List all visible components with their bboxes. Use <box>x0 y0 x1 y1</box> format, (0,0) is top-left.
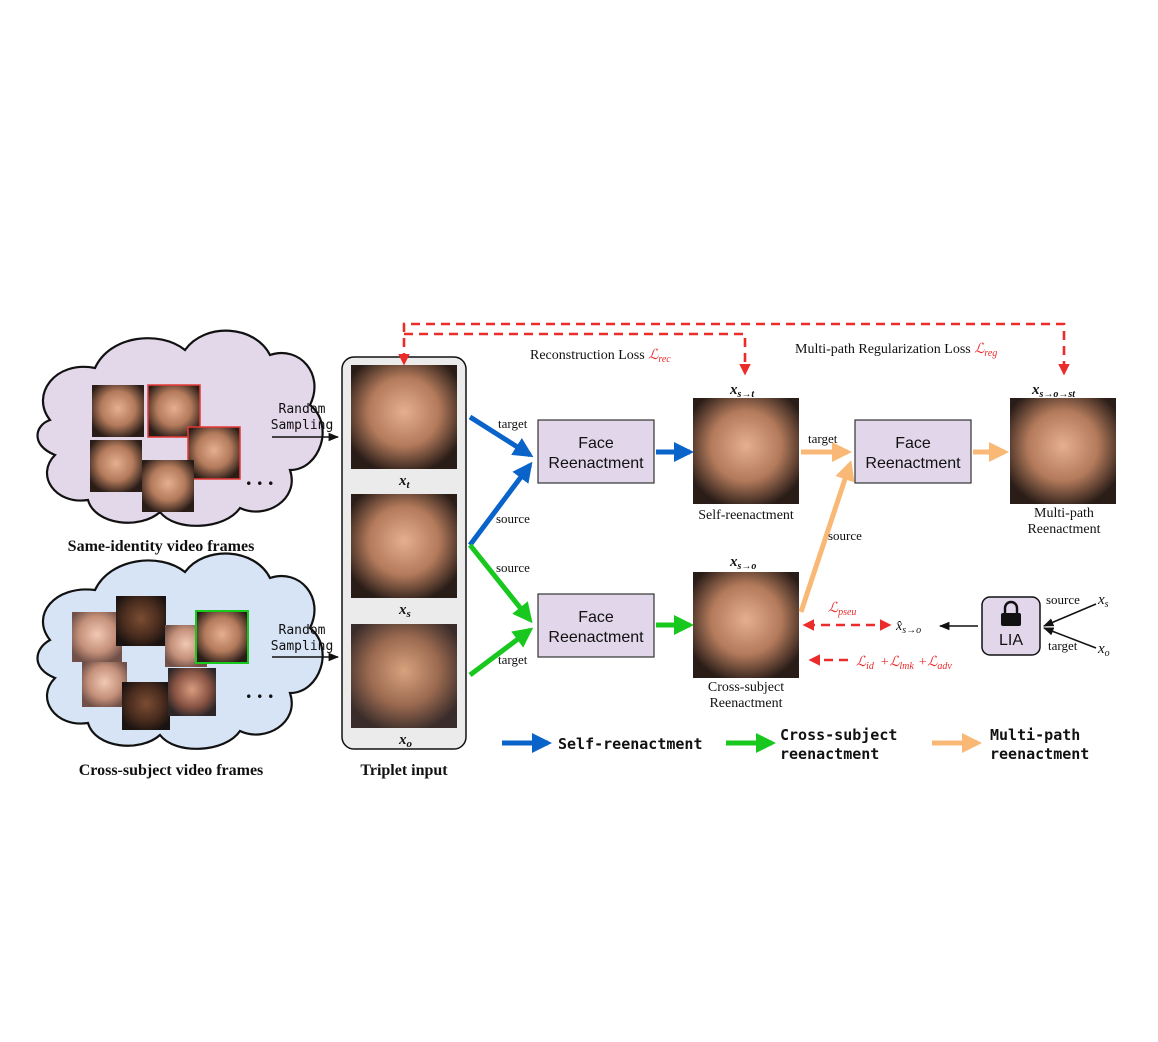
label-x-s-to-o: xs→o <box>729 554 756 572</box>
cross-caption-line2: Reenactment <box>709 696 782 711</box>
box2-line1: Face <box>578 609 614 626</box>
lia-target-arrow <box>1043 627 1097 649</box>
frame-thumb <box>142 460 194 512</box>
legend-cross-line1: Cross-subject <box>780 726 897 744</box>
multipath-caption-line1: Multi-path <box>1034 506 1094 521</box>
image-xt <box>351 365 457 469</box>
orange-source-arrow <box>798 460 855 613</box>
same-identity-caption: Same-identity video frames <box>68 538 255 555</box>
frame-thumb <box>116 596 166 646</box>
target-label-2: target <box>498 652 528 667</box>
legend-self-label: Self-reenactment <box>558 735 703 753</box>
frame-thumb <box>168 668 216 716</box>
lia-source-arrow <box>1043 603 1097 627</box>
cross-caption-line1: Cross-subject <box>708 680 784 695</box>
sampling-label-top: Sampling <box>271 418 334 433</box>
label-x-s-to-t: xs→t <box>729 382 755 400</box>
label-xs: xs <box>398 602 411 620</box>
box2-line2: Reenactment <box>548 629 644 646</box>
ellipsis-same: . . . <box>246 465 274 490</box>
cross-subject-thumbnails <box>72 596 249 730</box>
image-xs <box>351 494 457 598</box>
random-label-top: Random <box>279 402 326 417</box>
self-reenactment-caption: Self-reenactment <box>698 508 794 523</box>
lia-label: LIA <box>999 632 1023 649</box>
legend: Self-reenactment Cross-subject reenactme… <box>502 726 1089 763</box>
face-reenactment-box-3 <box>854 419 972 484</box>
multipath-caption-line2: Reenactment <box>1027 522 1100 537</box>
random-label-bottom: Random <box>279 623 326 638</box>
lia-target-label: target <box>1048 638 1078 653</box>
sampling-label-bottom: Sampling <box>271 639 334 654</box>
image-self-reenactment <box>693 398 799 504</box>
blue-target-arrow <box>468 414 534 458</box>
legend-cross-line2: reenactment <box>780 745 879 763</box>
lia-xo-label: xo <box>1097 641 1110 659</box>
source-label-2: source <box>496 560 530 575</box>
frame-thumb <box>92 385 144 437</box>
cross-subject-caption: Cross-subject video frames <box>79 762 264 779</box>
l-pseu-label: ℒpseu <box>828 601 856 618</box>
lock-icon <box>1001 600 1021 626</box>
blue-source-arrow <box>468 461 533 547</box>
frame-thumb <box>82 662 127 707</box>
box3-line2: Reenactment <box>865 455 961 472</box>
green-target-arrow <box>468 627 534 677</box>
reconstruction-loss-label: Reconstruction Loss ℒrec <box>530 348 671 365</box>
box1-line1: Face <box>578 435 614 452</box>
frame-thumb <box>195 610 249 664</box>
image-cross-subject <box>693 572 799 678</box>
face-reenactment-box-2 <box>537 593 655 658</box>
face-reenactment-box-1 <box>537 419 655 484</box>
target-label-1: target <box>498 416 528 431</box>
multipath-loss-label: Multi-path Regularization Loss ℒreg <box>795 342 997 359</box>
frame-thumb <box>90 440 142 492</box>
image-multipath <box>1010 398 1116 504</box>
legend-multi-line2: reenactment <box>990 745 1089 763</box>
label-xt: xt <box>398 473 411 491</box>
frame-thumb <box>72 612 122 662</box>
lia-source-label: source <box>1046 592 1080 607</box>
triplet-input-caption: Triplet input <box>360 762 448 779</box>
lia-xs-label: xs <box>1097 592 1109 610</box>
green-source-arrow <box>468 543 533 624</box>
same-identity-thumbnails <box>90 384 241 512</box>
box1-line2: Reenactment <box>548 455 644 472</box>
legend-multi-line1: Multi-path <box>990 726 1080 744</box>
frame-thumb <box>122 682 170 730</box>
target-label-3: target <box>808 431 838 446</box>
frame-thumb <box>187 426 241 480</box>
label-xo: xo <box>398 732 413 750</box>
source-label-3: source <box>828 528 862 543</box>
loss-lines <box>398 322 1070 376</box>
combined-loss-label: ℒid+ℒlmk+ℒadv <box>856 655 952 672</box>
image-xo <box>351 624 457 728</box>
x-hat-label: x̂s→o <box>895 619 921 636</box>
source-label-1: source <box>496 511 530 526</box>
box3-line1: Face <box>895 435 931 452</box>
ellipsis-cross: . . . <box>246 678 274 703</box>
label-x-s-o-st: xs→o→st <box>1031 382 1076 400</box>
